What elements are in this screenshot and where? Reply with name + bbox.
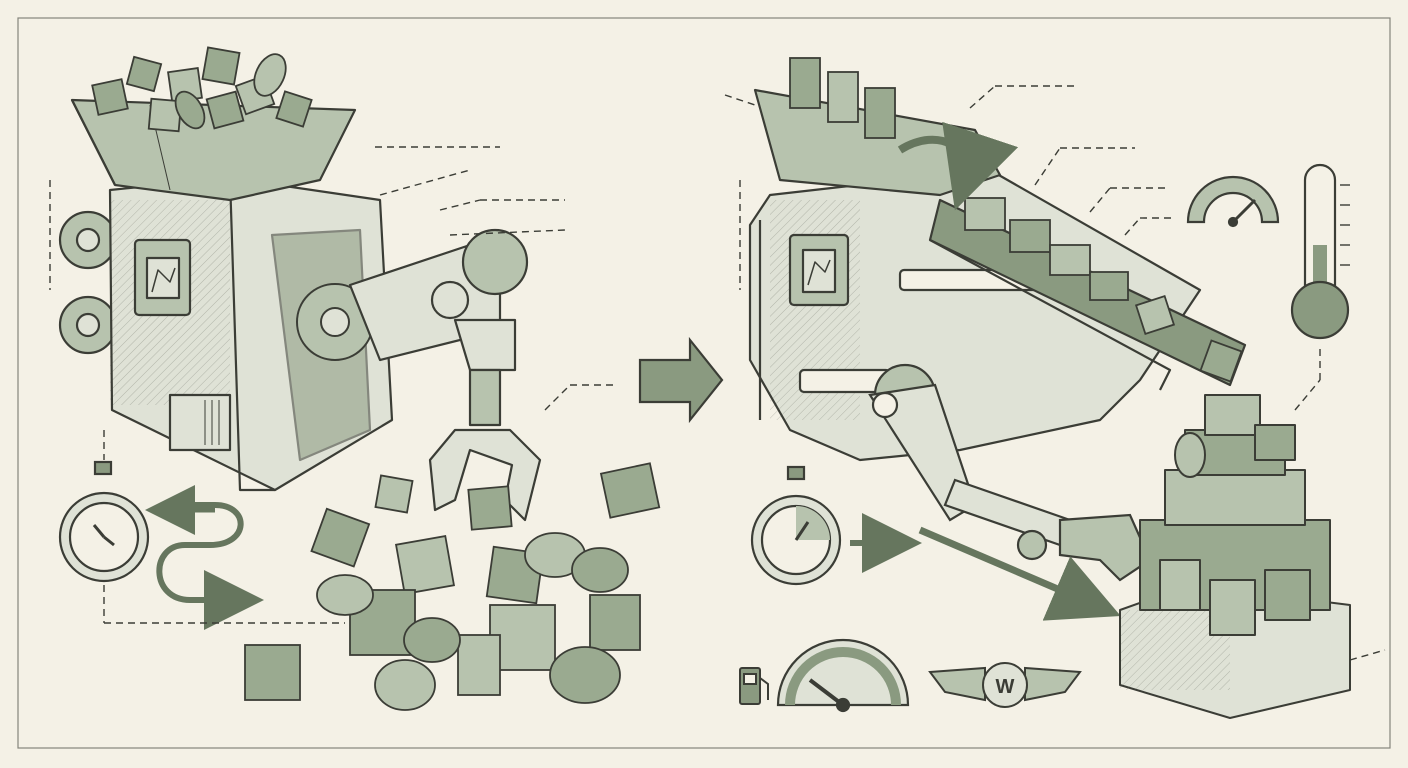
winding-path-arrow-icon <box>156 502 264 630</box>
gear-icon <box>296 283 374 361</box>
arrow-right-icon <box>638 336 724 424</box>
callout-lines <box>49 146 615 624</box>
stacked-block-tower <box>1119 394 1351 719</box>
gear-icon <box>58 210 118 355</box>
hopper-blocks <box>91 46 313 133</box>
badge-letter: W <box>996 676 1015 698</box>
robot-claw-icon <box>348 228 542 522</box>
thermometer-icon <box>1290 163 1350 340</box>
stopwatch-icon <box>750 465 842 586</box>
conveyor-machine <box>748 88 1247 462</box>
page-border <box>17 17 1391 749</box>
winged-badge-icon: W <box>928 662 1082 708</box>
motion-arrow-icon <box>918 526 1121 621</box>
block-pile <box>244 462 661 711</box>
crank-arm-icon <box>868 363 1152 582</box>
stacked-plates <box>789 57 1243 383</box>
speedometer-icon <box>776 638 910 713</box>
callout-lines <box>724 85 1386 661</box>
feed-arrow-icon <box>897 121 1019 211</box>
stopwatch-icon <box>58 460 150 583</box>
fuel-pump-icon <box>739 667 769 705</box>
gauge-icon <box>1186 175 1280 228</box>
